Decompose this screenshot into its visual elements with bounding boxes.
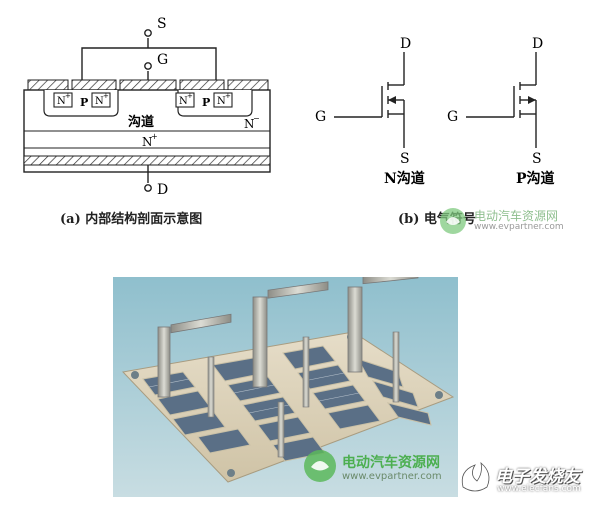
label-source: S [157, 16, 167, 32]
label-n-plus-3: N [179, 96, 188, 107]
source-terminal [144, 29, 152, 37]
p-source-label: S [532, 151, 542, 167]
label-n-plus-4: N [217, 96, 226, 107]
watermark-top-name: 电动汽车资源网 [474, 209, 559, 223]
label-n-plus-2: N [95, 96, 104, 107]
caption-cross-section: (a) 内部结构剖面示意图 [60, 212, 203, 227]
p-channel-symbol [466, 52, 537, 148]
watermark-bottom-url: www.evpartner.com [342, 471, 442, 482]
n-source-label: S [400, 151, 410, 167]
source-metal-bridge [81, 47, 217, 82]
mosfet-cross-section: S G D N + P N + N + P N + 沟道 N − N + [23, 16, 271, 198]
elecfans-logo-icon [455, 457, 495, 497]
label-gate: G [157, 52, 168, 68]
svg-text:+: + [103, 92, 109, 100]
svg-text:+: + [187, 92, 193, 100]
drain-terminal [144, 184, 152, 192]
svg-text:+: + [65, 92, 71, 100]
n-drain-label: D [400, 36, 411, 52]
label-n-plus-1: N [57, 96, 66, 107]
label-drift-n: N [244, 117, 255, 131]
gate-oxide-left [27, 79, 69, 91]
p-channel-arrow [528, 96, 536, 104]
n-plus-pocket-4 [213, 92, 233, 108]
label-substrate-n: N [142, 135, 153, 149]
watermark-elecfans-url: www.elecfans.com [497, 484, 581, 494]
igbt-module-photo [113, 277, 458, 497]
n-channel-label: N沟道 [384, 170, 425, 187]
evpartner-logo-icon [438, 206, 468, 236]
gate-electrode [119, 79, 177, 91]
gate-terminal [144, 62, 152, 70]
n-plus-pocket-2 [91, 92, 111, 108]
gate-oxide-right [227, 79, 269, 91]
source-metal-right [179, 79, 225, 91]
p-drain-label: D [532, 36, 543, 52]
mosfet-symbols: D G S N沟道 D G S P沟道 [315, 36, 555, 187]
label-channel: 沟道 [128, 114, 154, 130]
label-p-2: P [202, 96, 210, 109]
label-drain: D [157, 182, 168, 198]
p-channel-label: P沟道 [516, 170, 555, 187]
n-channel-arrow [388, 96, 396, 104]
p-gate-label: G [447, 109, 458, 125]
n-plus-pocket-3 [175, 92, 195, 108]
watermark-elecfans: 电子发烧友 [495, 467, 580, 487]
terminal-leads [157, 277, 419, 458]
n-gate-label: G [315, 109, 326, 125]
n-plus-pocket-1 [53, 92, 73, 108]
svg-text:+: + [225, 92, 231, 100]
watermark-top-url: www.evpartner.com [474, 222, 564, 232]
evpartner-logo-bottom-icon [302, 448, 338, 484]
source-metal-left [71, 79, 117, 91]
svg-text:−: − [253, 114, 260, 123]
label-p-1: P [80, 96, 88, 109]
svg-text:+: + [151, 132, 158, 141]
drain-metal [23, 155, 271, 166]
n-channel-symbol [334, 52, 405, 148]
watermark-bottom-name: 电动汽车资源网 [342, 455, 440, 471]
